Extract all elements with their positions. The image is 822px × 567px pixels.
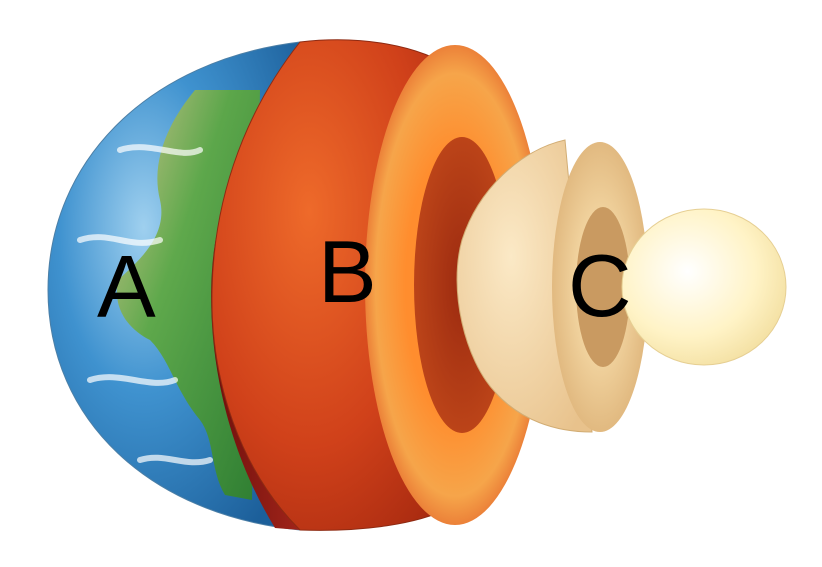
- outer-core-shell-icon: [456, 139, 593, 433]
- inner-core-layer: [621, 208, 787, 366]
- inner-core-sphere-icon: [621, 208, 787, 366]
- label-c: C: [568, 236, 632, 335]
- outer-core-inner-cavity: [576, 207, 630, 367]
- cloud-swirl: [77, 144, 213, 466]
- label-b: B: [318, 222, 377, 321]
- outer-core-layer: [456, 139, 648, 433]
- label-a: A: [97, 237, 156, 336]
